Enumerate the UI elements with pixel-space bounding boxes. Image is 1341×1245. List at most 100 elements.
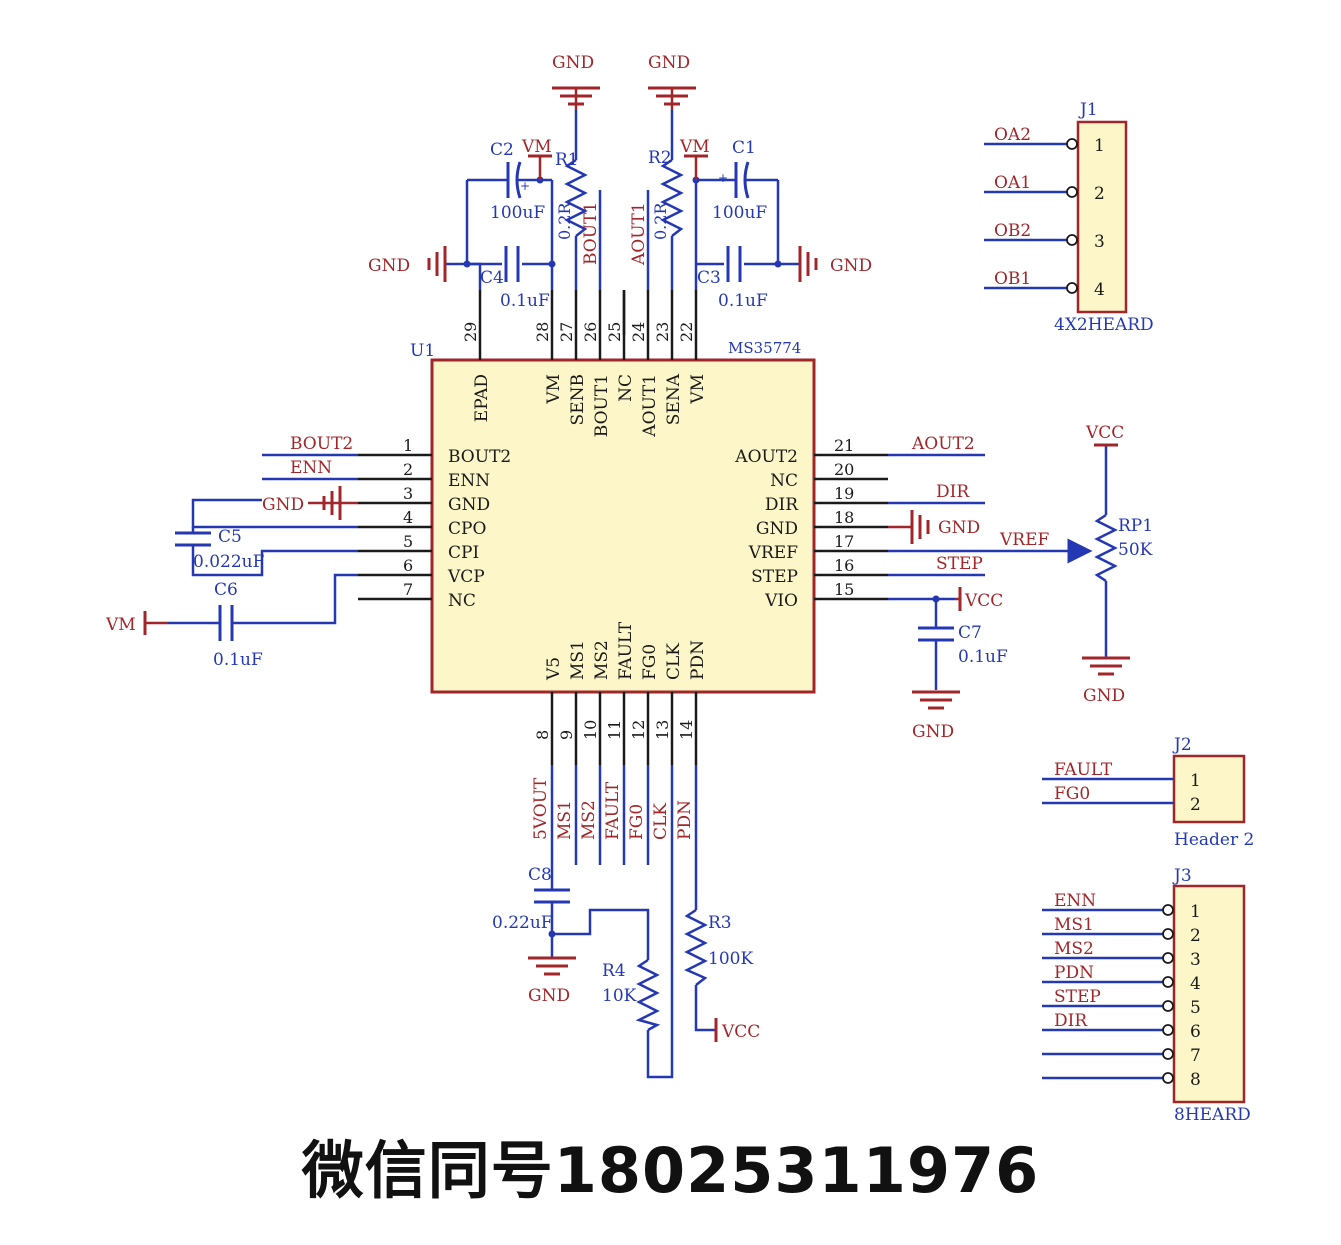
net-label-clk: CLK xyxy=(651,803,671,840)
u1-pin-number: 26 xyxy=(581,322,600,342)
u1-pin-name: FAULT xyxy=(616,621,636,680)
u1-pin-name: MS1 xyxy=(568,640,588,680)
vm-label-left: VM xyxy=(521,137,552,157)
c5-value: 0.022uF xyxy=(193,552,265,572)
net-label-aout2: AOUT2 xyxy=(911,434,975,454)
left-nets xyxy=(168,453,358,625)
r2-ref: R2 xyxy=(648,148,672,168)
connector-pin-number: 1 xyxy=(1190,902,1201,922)
vcc-label-r3: VCC xyxy=(721,1022,760,1042)
c5-ref: C5 xyxy=(218,527,242,547)
connector-pin-number: 2 xyxy=(1190,795,1201,815)
u1-pin-number: 9 xyxy=(557,730,576,740)
vcc-symbol-rp1: VCC xyxy=(1085,423,1124,447)
connector-net-label: MS1 xyxy=(1054,915,1094,935)
gnd-label-topleft: GND xyxy=(368,256,410,276)
u1-pin-number: 22 xyxy=(677,322,696,342)
j3-ref: J3 xyxy=(1172,866,1192,886)
u1-pin-number: 10 xyxy=(581,720,600,740)
u1-ref: U1 xyxy=(410,341,435,361)
connector-pin-number: 3 xyxy=(1190,950,1201,970)
gnd-label-rp1: GND xyxy=(1083,686,1125,706)
connector-net-label: DIR xyxy=(1054,1011,1088,1031)
connector-pin-number: 2 xyxy=(1094,184,1105,204)
u1-part: MS35774 xyxy=(728,339,801,357)
connector-net-label: STEP xyxy=(1054,987,1101,1007)
connector-pin-terminal xyxy=(1162,976,1174,988)
vm-label-c6: VM xyxy=(105,615,136,635)
connector-pin-terminal xyxy=(1162,928,1174,940)
net-label-step: STEP xyxy=(936,554,983,574)
u1-chip: U1 MS35774 xyxy=(410,339,816,694)
net-label-5vout: 5VOUT xyxy=(531,777,551,840)
connector-pin-terminal xyxy=(1162,1048,1174,1060)
u1-pin-name: VM xyxy=(688,374,708,405)
capacitor-c6: C6 0.1uF xyxy=(213,580,263,670)
u1-pin-number: 20 xyxy=(834,460,854,479)
u1-pin-name: NC xyxy=(770,471,798,491)
connector-pin-number: 4 xyxy=(1190,974,1201,994)
connector-net-label: PDN xyxy=(1054,963,1094,983)
c8-value: 0.22uF xyxy=(492,913,553,933)
r3-ref: R3 xyxy=(708,913,732,933)
r2-value: 0.2R xyxy=(651,202,670,240)
u1-pin-name: VIO xyxy=(764,591,798,611)
vcc-symbol-vio: VCC xyxy=(955,587,1003,611)
gnd-label-c7: GND xyxy=(912,722,954,742)
u1-pin-name: AOUT2 xyxy=(734,447,798,467)
u1-pin-name: CPO xyxy=(448,519,486,539)
capacitor-c7: C7 0.1uF xyxy=(918,623,1008,667)
u1-pin-number: 7 xyxy=(403,580,413,599)
connector-pin-terminal xyxy=(1066,186,1078,198)
capacitor-c5: C5 0.022uF xyxy=(175,527,265,572)
net-label-aout1: AOUT1 xyxy=(629,202,649,266)
u1-pin-number: 28 xyxy=(533,322,552,342)
net-label-fg0: FG0 xyxy=(627,804,647,840)
c4-ref: C4 xyxy=(480,268,504,288)
gnd-label-pin18: GND xyxy=(938,518,980,538)
u1-pin-name: DIR xyxy=(765,495,799,515)
u1-pin-name: CPI xyxy=(448,543,479,563)
vm-symbol-left: VM xyxy=(521,137,552,180)
connector-pin-terminal xyxy=(1162,1024,1174,1036)
r4-ref: R4 xyxy=(602,961,626,981)
gnd-label-pin3: GND xyxy=(262,495,304,515)
vm-label-right: VM xyxy=(679,137,710,157)
capacitor-c3: C3 0.1uF xyxy=(697,246,768,311)
u1-pin-name: STEP xyxy=(751,567,798,587)
u1-pin-name: PDN xyxy=(688,640,708,680)
rp1-ref: RP1 xyxy=(1118,516,1153,536)
connector-net-label: OA1 xyxy=(994,173,1031,193)
u1-pin-name: AOUT1 xyxy=(640,374,660,438)
gnd-symbol-topleft: GND xyxy=(368,246,447,282)
r1-value: 0.2R xyxy=(555,202,574,240)
u1-top-pins: 29EPAD28VM27SENB26BOUT125NC24AOUT123SENA… xyxy=(461,290,708,438)
top-nets xyxy=(445,110,800,290)
u1-pin-name: EPAD xyxy=(472,374,492,422)
resistor-r1: R1 0.2R xyxy=(555,150,588,240)
vm-symbol-c6: VM xyxy=(105,611,168,635)
net-label-pdn: PDN xyxy=(675,800,695,840)
u1-pin-name: SENB xyxy=(568,374,588,425)
c7-value: 0.1uF xyxy=(958,647,1008,667)
capacitor-c1: + C1 100uF xyxy=(712,138,767,223)
net-label-ms1: MS1 xyxy=(555,800,575,840)
connector-net-label: ENN xyxy=(1054,891,1096,911)
u1-pin-number: 27 xyxy=(557,322,576,342)
c7-ref: C7 xyxy=(958,623,982,643)
u1-pin-number: 29 xyxy=(461,322,480,342)
u1-pin-name: V5 xyxy=(544,657,564,681)
j1-name: 4X2HEARD xyxy=(1054,315,1154,335)
gnd-symbol-r2: GND xyxy=(648,53,696,110)
u1-pin-number: 11 xyxy=(605,720,624,740)
connector-net-label: MS2 xyxy=(1054,939,1094,959)
gnd-label-r2: GND xyxy=(648,53,690,73)
u1-pin-name: FG0 xyxy=(640,644,660,680)
c3-value: 0.1uF xyxy=(718,291,768,311)
connector-pin-number: 5 xyxy=(1190,998,1201,1018)
resistor-r3: R3 100K xyxy=(684,908,753,986)
